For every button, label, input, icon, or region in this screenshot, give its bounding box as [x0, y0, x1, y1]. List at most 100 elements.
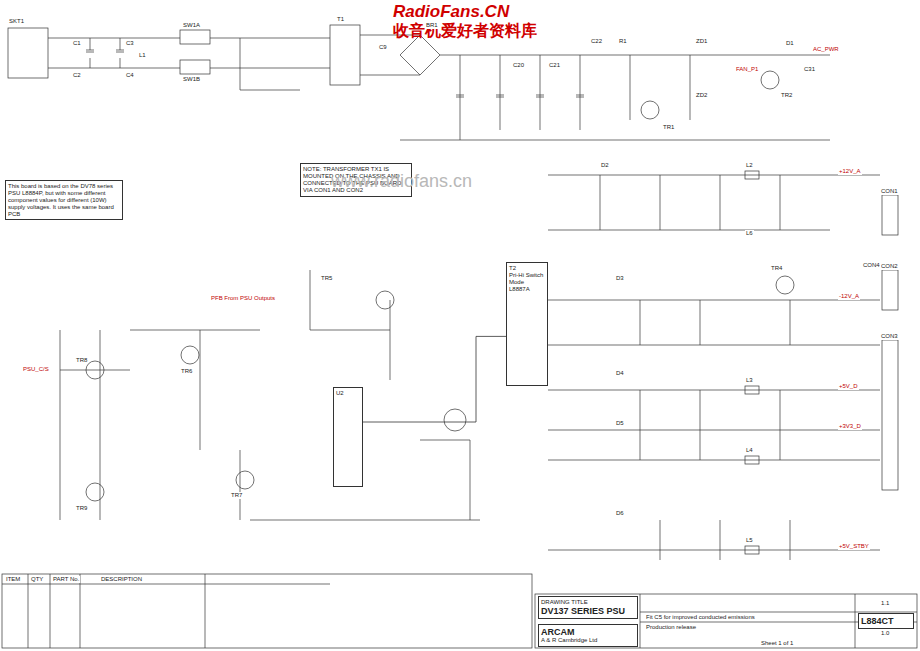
schematic-label: Production release: [645, 624, 697, 631]
inlet-symbol: [8, 28, 48, 78]
schematic-label: C4: [125, 72, 135, 79]
schematic-label: L5: [745, 537, 754, 544]
schematic-label: D3: [615, 275, 625, 282]
transistor-symbol: [86, 361, 104, 379]
schematic-label: AC_PWR: [812, 46, 840, 53]
box-text: T2: [509, 265, 545, 272]
filter-wires: [600, 175, 790, 560]
box-text: This board is based on the DV78 series P…: [8, 183, 120, 217]
mosfet-symbol: [444, 409, 466, 431]
transistor-symbol: [376, 291, 394, 309]
schematic-label: C3: [125, 40, 135, 47]
control-wires: [60, 270, 480, 520]
schematic-label: ZD1: [695, 38, 708, 45]
schematic-label: SW1A: [182, 22, 201, 29]
mains-wires: [210, 38, 330, 90]
title-block-lines: [640, 594, 917, 648]
inductor-symbol: [745, 456, 759, 464]
schematic-label: QTY: [30, 576, 44, 583]
text-box: DRAWING TITLEDV137 SERIES PSU: [538, 596, 638, 619]
title-block: [535, 594, 917, 648]
schematic-label: TR2: [780, 92, 793, 99]
schematic-label: Sheet 1 of 1: [760, 640, 794, 647]
output-wires: [830, 175, 880, 550]
schematic-label: D6: [615, 510, 625, 517]
schematic-label: D5: [615, 420, 625, 427]
schematic-label: PFB From PSU Outputs: [210, 295, 276, 302]
box-text: A & R Cambridge Ltd: [541, 637, 635, 644]
schematic-label: Fit C5 for improved conducted emissions: [645, 614, 756, 621]
output-rails: [548, 175, 830, 550]
schematic-label: TR1: [662, 124, 675, 131]
schematic-label: L2: [745, 162, 754, 169]
schematic-label: C2: [72, 72, 82, 79]
transistor-symbol: [761, 71, 779, 89]
text-box: L884CT: [858, 613, 914, 629]
schematic-label: 1.0: [880, 630, 890, 637]
schematic-label: ITEM: [5, 576, 21, 583]
box-text: U2: [336, 390, 360, 397]
transformer-symbol: [330, 25, 360, 85]
schematic-label: PART No.: [52, 576, 80, 583]
schematic-label: TR6: [180, 368, 193, 375]
schematic-label: TR8: [75, 357, 88, 364]
bridge-rectifier: [360, 35, 440, 75]
schematic-label: www.radiofans.cn: [330, 172, 473, 192]
wire-connector: [363, 336, 506, 422]
box-text: Pri-Hi Switch Mode L8887A: [509, 272, 545, 293]
schematic-label: BR1: [425, 22, 439, 29]
schematic-label: PSU_C/S: [22, 366, 50, 373]
schematic-label: CON4: [862, 262, 881, 269]
connector-symbol: [882, 195, 898, 235]
connector-symbol: [882, 270, 898, 310]
inductor-symbol: [745, 386, 759, 394]
text-box: T2Pri-Hi Switch Mode L8887A: [506, 262, 548, 386]
schematic-label: C21: [548, 62, 561, 69]
schematic-label: ZD2: [695, 92, 708, 99]
capacitor-symbols: [456, 95, 584, 97]
schematic-label: +5V_D: [838, 383, 859, 390]
schematic-label: CON1: [880, 188, 899, 195]
schematic-label: TR5: [320, 275, 333, 282]
switch-symbol: [180, 30, 210, 44]
text-box: This board is based on the DV78 series P…: [5, 180, 123, 220]
schematic-label: D2: [600, 162, 610, 169]
schematic-label: TR7: [230, 492, 243, 499]
box-text: DRAWING TITLE: [541, 599, 635, 606]
schematic-label: +3V3_D: [838, 423, 862, 430]
schematic-label: SKT1: [8, 18, 25, 25]
table-lines: [2, 574, 330, 648]
schematic-label: T1: [336, 16, 345, 23]
supply-wires: [400, 55, 830, 140]
schematic-label: C9: [378, 44, 388, 51]
schematic-label: FAN_P1: [735, 66, 759, 73]
schematic-label: DESCRIPTION: [100, 576, 143, 583]
schematic-label: 1.1: [880, 600, 890, 607]
parts-table: [2, 574, 532, 648]
schematic-label: L1: [138, 52, 147, 59]
schematic-label: C1: [72, 40, 82, 47]
mains-wires: [48, 38, 180, 68]
schematic-label: L6: [745, 230, 754, 237]
box-text: ARCAM: [541, 627, 635, 637]
schematic-label: L3: [745, 377, 754, 384]
schematic-label: TR4: [770, 265, 783, 272]
schematic-label: +5V_STBY: [838, 543, 870, 550]
transistor-symbol: [181, 346, 199, 364]
inductor-symbol: [745, 546, 759, 554]
schematic-label: SW1B: [182, 76, 201, 83]
transistor-symbol: [641, 101, 659, 119]
schematic-label: C31: [803, 66, 816, 73]
transistor-symbol: [86, 483, 104, 501]
schematic-label: CON3: [880, 333, 899, 340]
schematic-label: D4: [615, 370, 625, 377]
schematic-label: R1: [618, 38, 628, 45]
inductor-symbol: [745, 171, 759, 179]
schematic-label: CON2: [880, 263, 899, 270]
text-box: ARCAMA & R Cambridge Ltd: [538, 624, 638, 647]
schematic-label: 收音机爱好者资料库: [392, 22, 538, 40]
schematic-label: L4: [745, 447, 754, 454]
schematic-label: C20: [512, 62, 525, 69]
schematic-label: TR9: [75, 505, 88, 512]
